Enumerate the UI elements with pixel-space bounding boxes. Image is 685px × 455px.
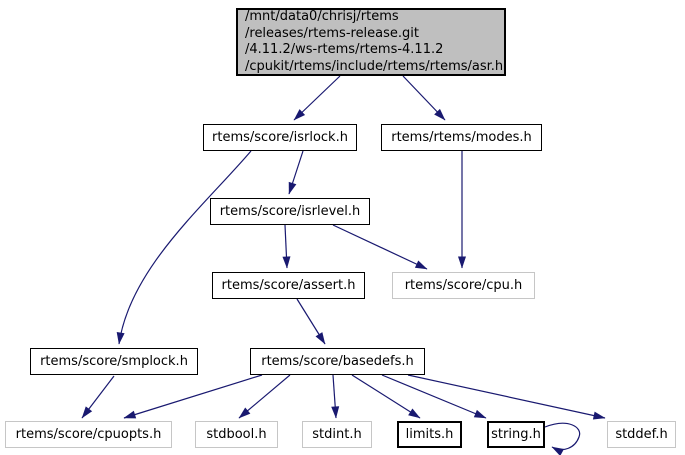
node-label: stdbool.h	[206, 427, 267, 442]
node-label: rtems/score/smplock.h	[40, 354, 188, 369]
node-smplock[interactable]: rtems/score/smplock.h	[30, 348, 198, 375]
node-stdint: stdint.h	[302, 421, 372, 448]
edge-basedefs-to-cpuopts	[123, 374, 263, 419]
node-label: rtems/score/basedefs.h	[261, 354, 414, 369]
node-label: rtems/rtems/modes.h	[391, 130, 532, 145]
node-stdbool: stdbool.h	[195, 421, 278, 448]
edge-string-to-string	[544, 422, 581, 455]
node-asr: /mnt/data0/chrisj/rtems/releases/rtems-r…	[236, 8, 506, 76]
node-cpu: rtems/score/cpu.h	[392, 272, 535, 299]
node-label: rtems/score/assert.h	[221, 278, 356, 293]
node-label: rtems/score/cpu.h	[404, 278, 523, 293]
node-label: stdint.h	[312, 427, 362, 442]
node-limits[interactable]: limits.h	[397, 421, 462, 448]
node-cpuopts: rtems/score/cpuopts.h	[5, 421, 172, 448]
node-modes[interactable]: rtems/rtems/modes.h	[381, 124, 542, 151]
edge-isrlock-to-isrlevel	[288, 150, 304, 195]
edge-isrlevel-to-cpu	[332, 224, 428, 270]
edge-asr-to-isrlock	[293, 75, 341, 121]
edge-smplock-to-cpuopts	[81, 375, 115, 419]
edge-basedefs-to-stddef	[407, 374, 606, 420]
node-isrlock[interactable]: rtems/score/isrlock.h	[203, 124, 357, 151]
edge-assert-to-basedefs	[296, 298, 326, 345]
node-label: stddef.h	[615, 427, 668, 442]
edge-basedefs-to-stdint	[331, 374, 340, 419]
edge-asr-to-modes	[402, 75, 446, 121]
node-label: rtems/score/isrlevel.h	[219, 204, 361, 219]
node-basedefs[interactable]: rtems/score/basedefs.h	[250, 348, 425, 375]
node-stddef: stddef.h	[607, 421, 676, 448]
edge-isrlevel-to-assert	[282, 224, 291, 269]
edge-basedefs-to-limits	[351, 374, 421, 419]
node-label-line: /releases/rtems-release.git	[245, 25, 420, 41]
node-label-line: /4.11.2/ws-rtems/rtems-4.11.2	[245, 42, 444, 57]
edge-isrlock-to-smplock	[116, 150, 252, 345]
edge-basedefs-to-stdbool	[238, 374, 291, 419]
node-string[interactable]: string.h	[487, 421, 545, 448]
node-label: string.h	[491, 427, 541, 442]
node-assert[interactable]: rtems/score/assert.h	[212, 272, 365, 299]
node-label: rtems/score/cpuopts.h	[15, 427, 162, 442]
node-label: limits.h	[405, 427, 454, 442]
node-label-line: /cpukit/rtems/include/rtems/rtems/asr.h	[245, 58, 504, 74]
node-label-line: /mnt/data0/chrisj/rtems	[245, 9, 399, 24]
node-isrlevel[interactable]: rtems/score/isrlevel.h	[210, 198, 370, 225]
edge-basedefs-to-string	[381, 374, 487, 419]
node-label: rtems/score/isrlock.h	[212, 130, 348, 145]
